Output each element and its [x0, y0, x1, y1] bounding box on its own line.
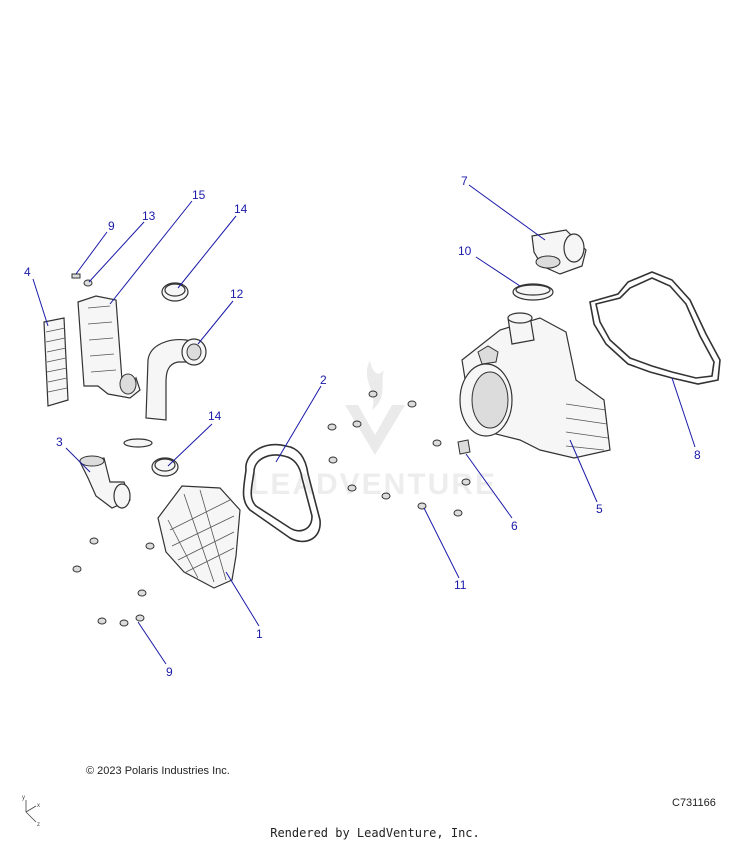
part-12-elbow-tube [145, 338, 207, 421]
part-5-airbox-upper [459, 312, 611, 459]
leader-lines [32, 184, 696, 665]
part-11-fasteners [327, 390, 471, 517]
callout-14-lower: 14 [208, 409, 222, 423]
part-14-clamp-upper [161, 282, 189, 302]
callout-2: 2 [320, 373, 327, 387]
callout-10: 10 [458, 244, 472, 258]
part-3-boot [79, 455, 131, 509]
part-1-airbox-lower [157, 485, 241, 589]
axis-z-label: z [37, 822, 40, 828]
callout-1: 1 [256, 627, 263, 641]
part-10-clamp [512, 283, 554, 301]
part-15-intake-duct [77, 295, 141, 399]
axis-y-label: y [22, 795, 25, 801]
callout-15: 15 [192, 188, 206, 202]
part-13-washer [83, 279, 93, 287]
callout-9-lower: 9 [166, 665, 173, 679]
copyright-notice: © 2023 Polaris Industries Inc. [86, 765, 230, 777]
part-7-elbow-cap [531, 229, 587, 275]
axis-triad: y x z [22, 795, 40, 828]
part-4-filter-grille [43, 317, 69, 407]
callout-4: 4 [24, 265, 31, 279]
callout-7: 7 [461, 174, 468, 188]
part-14-clamp-lower [123, 438, 179, 477]
callout-8: 8 [694, 448, 701, 462]
callout-labels: 4 9 13 15 14 12 14 3 1 2 9 7 10 8 5 6 11 [24, 174, 701, 679]
callout-5: 5 [596, 502, 603, 516]
axis-x-label: x [37, 803, 40, 809]
callout-14-upper: 14 [234, 202, 248, 216]
callout-3: 3 [56, 435, 63, 449]
callout-13: 13 [142, 209, 156, 223]
callout-6: 6 [511, 519, 518, 533]
watermark-text: LEADVENTURE [250, 468, 497, 501]
part-8-gasket [589, 271, 721, 385]
callout-9-upper: 9 [108, 219, 115, 233]
callout-12: 12 [230, 287, 244, 301]
rendered-by-credit: Rendered by LeadVenture, Inc. [270, 826, 480, 840]
part-9-screw-upper [71, 273, 81, 279]
watermark-logo [345, 360, 405, 455]
part-9-fasteners-lower [72, 537, 155, 627]
callout-11: 11 [454, 578, 467, 592]
drawing-number: C731166 [672, 797, 716, 809]
part-6-drain-valve [457, 439, 471, 455]
part-2-gasket [242, 443, 321, 543]
